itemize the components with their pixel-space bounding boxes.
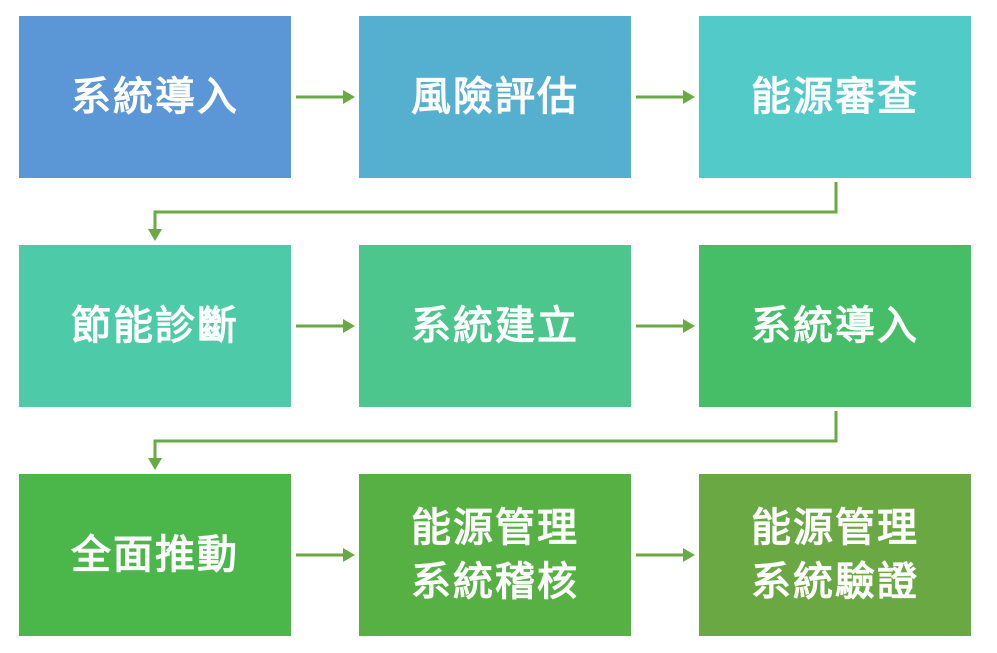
step-label: 系統建立: [411, 303, 579, 349]
arrow-step4-to-step5: [296, 319, 355, 333]
step-label: 風險評估: [411, 74, 579, 120]
step-label: 系統導入: [71, 74, 239, 120]
step-box-2: 風險評估: [359, 16, 631, 178]
step-box-3: 能源審查: [699, 16, 971, 178]
step-label: 節能診斷: [71, 303, 239, 349]
step-label-line-2: 系統驗證: [751, 559, 919, 605]
step-box-4: 節能診斷: [19, 245, 291, 407]
step-label: 能源審查: [751, 74, 919, 120]
step-label-line-1: 能源管理: [411, 505, 579, 551]
step-label-line-1: 能源管理: [751, 505, 919, 551]
step-box-1: 系統導入: [19, 16, 291, 178]
arrow-step8-to-step9: [636, 548, 695, 562]
step-label: 系統導入: [751, 303, 919, 349]
step-box-6: 系統導入: [699, 245, 971, 407]
arrow-step6-to-step7: [148, 411, 838, 470]
step-box-9: 能源管理 系統驗證: [699, 474, 971, 636]
step-label: 全面推動: [71, 532, 239, 578]
step-label-line-2: 系統稽核: [411, 559, 579, 605]
step-box-8: 能源管理 系統稽核: [359, 474, 631, 636]
arrow-step3-to-step4: [148, 182, 838, 241]
arrow-step5-to-step6: [636, 319, 695, 333]
arrow-step1-to-step2: [296, 90, 355, 104]
step-box-7: 全面推動: [19, 474, 291, 636]
step-box-5: 系統建立: [359, 245, 631, 407]
arrow-step2-to-step3: [636, 90, 695, 104]
arrow-step7-to-step8: [296, 548, 355, 562]
